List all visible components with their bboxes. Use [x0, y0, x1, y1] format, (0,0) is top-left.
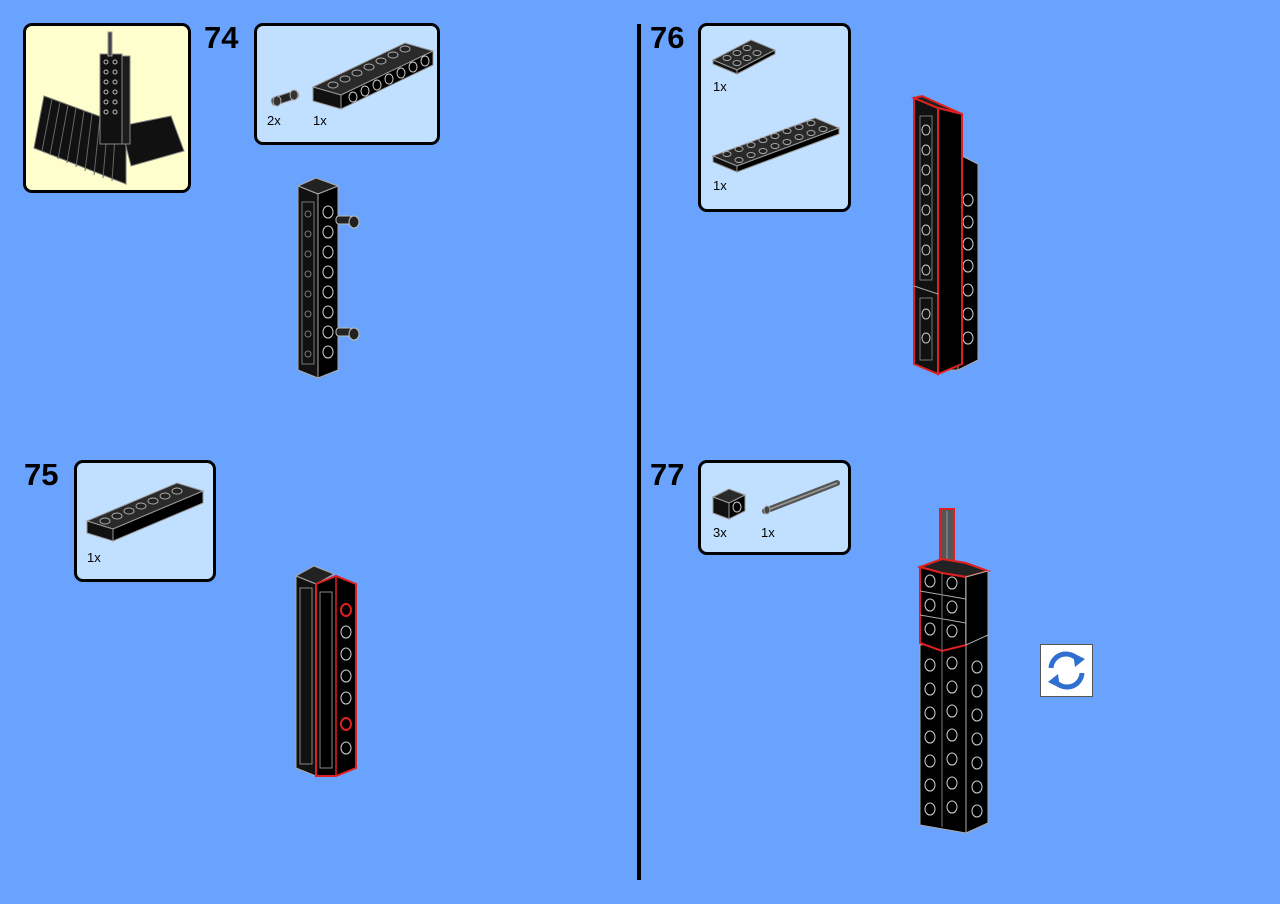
parts-callout-step-77: 3x 1x: [698, 460, 851, 555]
step-number-74: 74: [204, 20, 239, 55]
step-number-77: 77: [650, 457, 685, 492]
part-qty: 3x: [713, 525, 727, 540]
technic-brick-1x1-part-icon: [711, 488, 747, 520]
model-overview-thumbnail: [23, 23, 191, 193]
part-qty: 1x: [87, 550, 101, 565]
step-number-75: 75: [24, 457, 59, 492]
rotate-model-icon: [1048, 651, 1085, 690]
part-qty: 1x: [313, 113, 327, 128]
model-overview-image: [33, 31, 185, 185]
page-divider: [637, 24, 641, 880]
step-74-assembly-image: [296, 177, 360, 379]
part-qty: 2x: [267, 113, 281, 128]
step-75-assembly-image: [294, 565, 357, 777]
plate-2x8-part-icon: [711, 117, 841, 173]
plate-2x4-part-icon: [711, 39, 777, 75]
step-77-assembly-image: [916, 508, 992, 834]
step-number-76: 76: [650, 20, 685, 55]
part-qty: 1x: [761, 525, 775, 540]
connector-peg-part-icon: [270, 89, 300, 107]
technic-axle-part-icon: [762, 480, 840, 515]
parts-callout-step-75: 1x: [74, 460, 216, 582]
technic-beam-part-icon: [311, 42, 435, 110]
parts-callout-step-74: 2x 1x: [254, 23, 440, 145]
part-qty: 1x: [713, 79, 727, 94]
parts-callout-step-76: 1x 1x: [698, 23, 851, 212]
technic-beam-part-icon: [85, 482, 205, 542]
step-76-assembly-image: [910, 94, 979, 376]
rotate-model-button[interactable]: [1040, 644, 1093, 697]
part-qty: 1x: [713, 178, 727, 193]
